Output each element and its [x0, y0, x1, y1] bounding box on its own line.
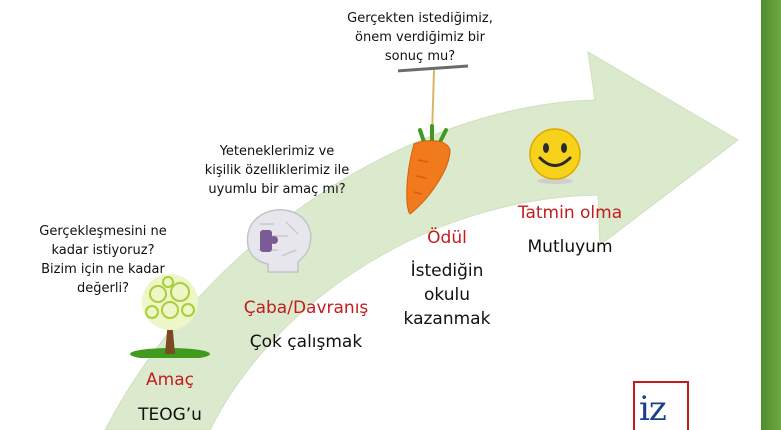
effort-heading: Çaba/Davranış	[243, 298, 369, 318]
smiley-icon	[529, 128, 581, 184]
effort-text: Çok çalışmak	[249, 332, 363, 352]
carrot-icon	[398, 64, 469, 215]
goal-heading: Amaç	[146, 370, 194, 390]
slide: Gerçekleşmesini ne kadar istiyoruz? Bizi…	[0, 0, 761, 430]
reward-question: Gerçekten istediğimiz, önem verdiğimiz b…	[347, 11, 493, 64]
iz-logo: iz	[633, 381, 689, 430]
tree-icon	[130, 274, 210, 358]
reward-heading: Ödül	[427, 228, 467, 248]
goal-question: Gerçekleşmesini ne kadar istiyoruz? Bizi…	[39, 224, 167, 296]
satisfaction-text: Mutluyum	[527, 237, 613, 257]
effort-question: Yeteneklerimiz ve kişilik özelliklerimiz…	[204, 144, 350, 197]
progress-arrow	[104, 51, 739, 430]
satisfaction-heading: Tatmin olma	[517, 203, 623, 223]
right-green-border	[761, 0, 781, 430]
goal-text: TEOG’u	[138, 405, 202, 425]
puzzle-head-icon	[246, 209, 312, 273]
reward-text: İstediğin okulu kazanmak	[403, 261, 491, 329]
